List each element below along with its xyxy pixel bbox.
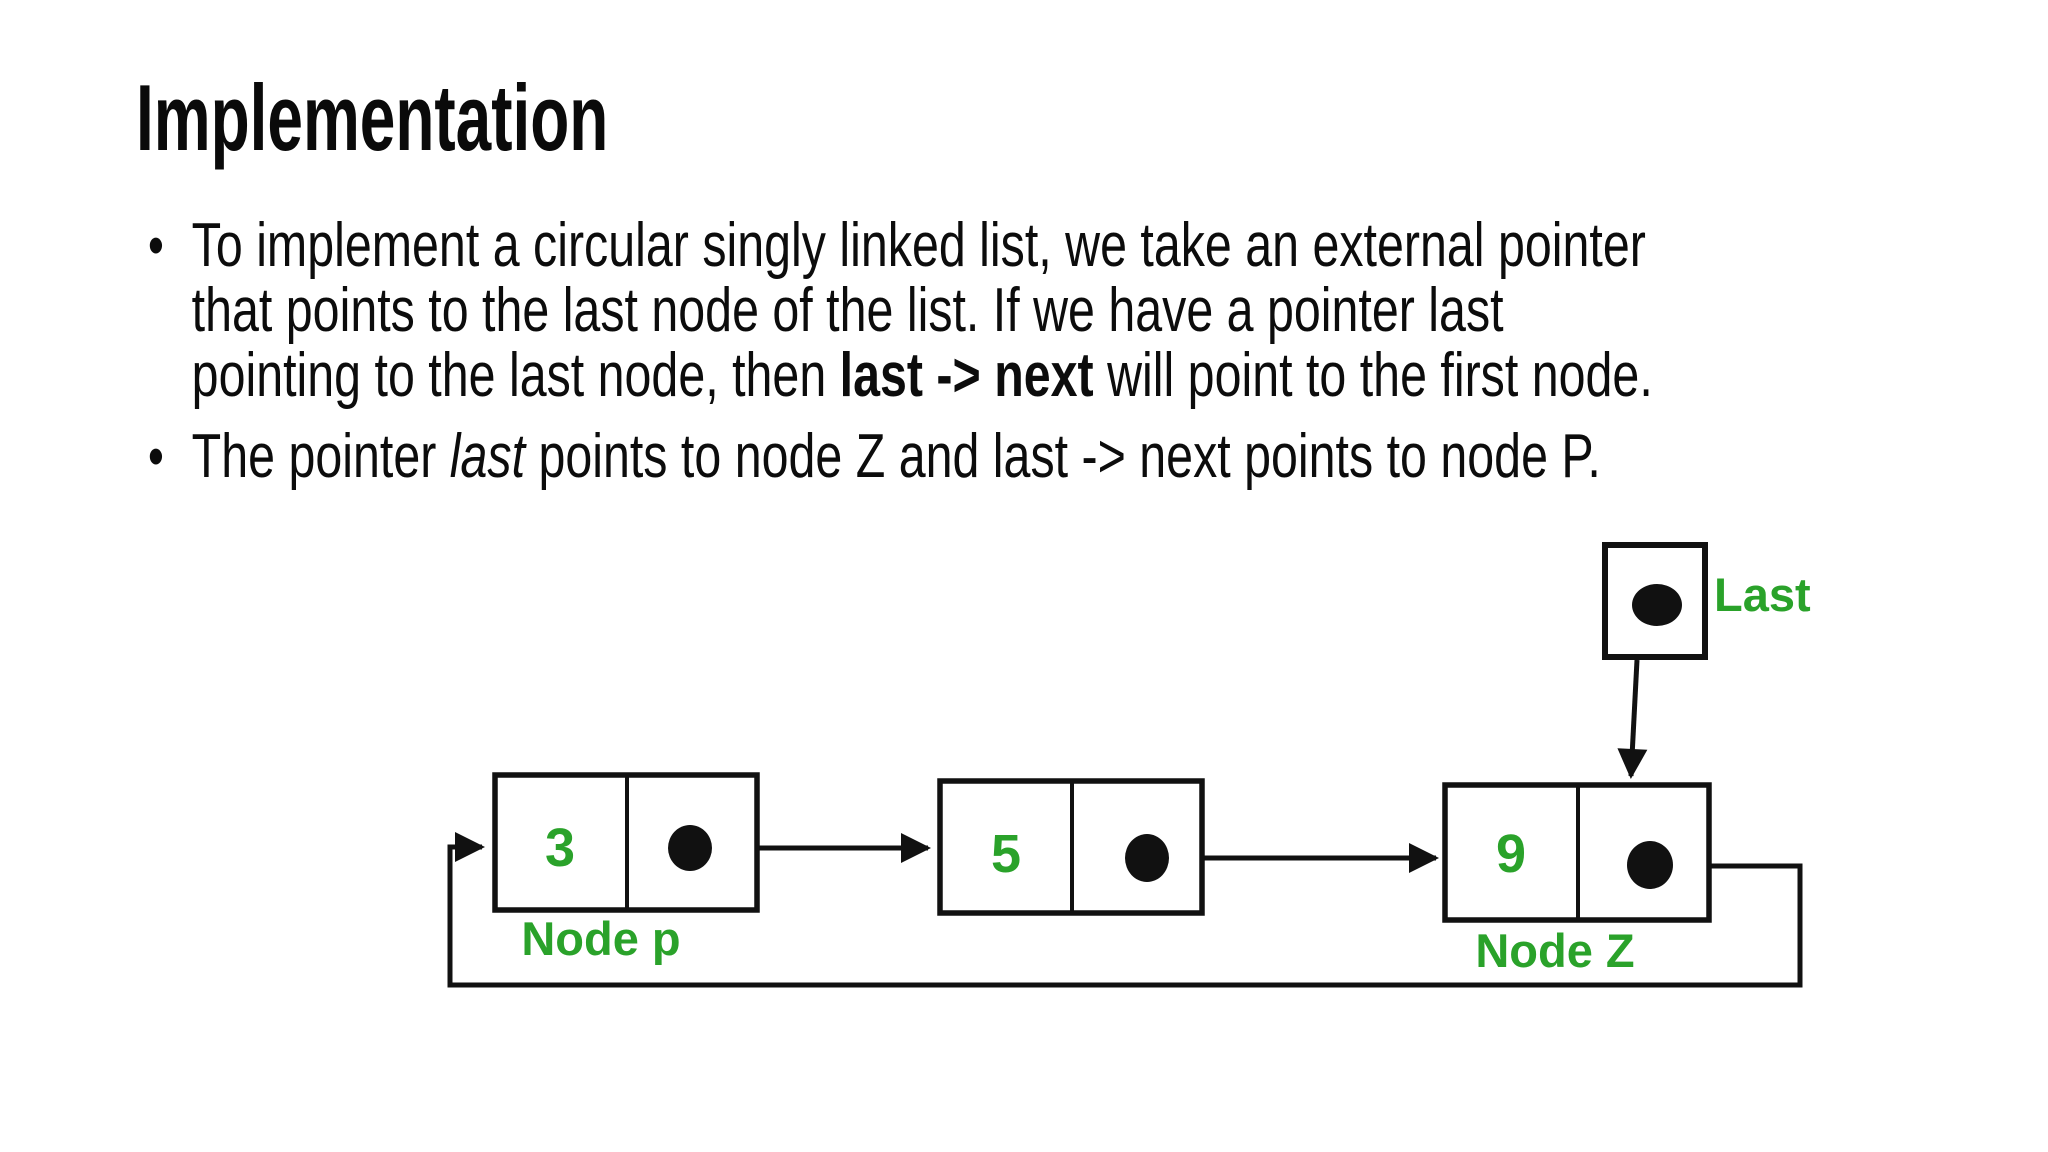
arrow-last-to-z [1617,659,1648,779]
text-segment: The pointer [191,422,450,491]
node-5-value: 5 [991,824,1021,884]
bullet-2-text: The pointer last points to node Z and la… [192,424,1601,489]
bullet-1-text: To implement a circular singly linked li… [192,213,1653,408]
bullet-1-line-3: pointing to the last node, then last -> … [192,343,1653,408]
bullet-1-line-1: To implement a circular singly linked li… [192,213,1653,278]
bullet-item-1: • To implement a circular singly linked … [148,213,1981,408]
last-pointer-dot [1632,584,1682,626]
bullet-item-2: • The pointer last points to node Z and … [148,424,1981,489]
loop-arrow [447,832,1803,988]
bullet-1-line-2: that points to the last node of the list… [192,278,1653,343]
node-z-next-dot [1627,841,1673,889]
bullet-icon: • [148,424,164,489]
node-z-label: Node Z [1475,924,1634,977]
text-segment: that points to the last node of the list… [191,276,1504,345]
text-segment-bold: last -> next [839,341,1094,410]
node-p-next-dot [668,825,712,871]
last-label: Last [1714,568,1811,621]
bullet-icon: • [148,213,164,278]
slide-title: Implementation [136,65,609,170]
text-segment: pointing to the last node, then [191,341,840,410]
node-z-value: 9 [1496,824,1526,884]
text-segment-italic: last [449,422,526,491]
node-p-label: Node p [521,912,680,965]
node-p-value: 3 [545,818,575,878]
text-segment: points to node Z and last -> next points… [525,422,1601,491]
text-segment: will point to the first node. [1093,341,1653,410]
node-5-next-dot [1125,834,1169,882]
bullet-2-line-1: The pointer last points to node Z and la… [192,424,1601,489]
bullet-list: • To implement a circular singly linked … [148,213,1981,489]
text-segment: To implement a circular singly linked li… [191,211,1646,280]
